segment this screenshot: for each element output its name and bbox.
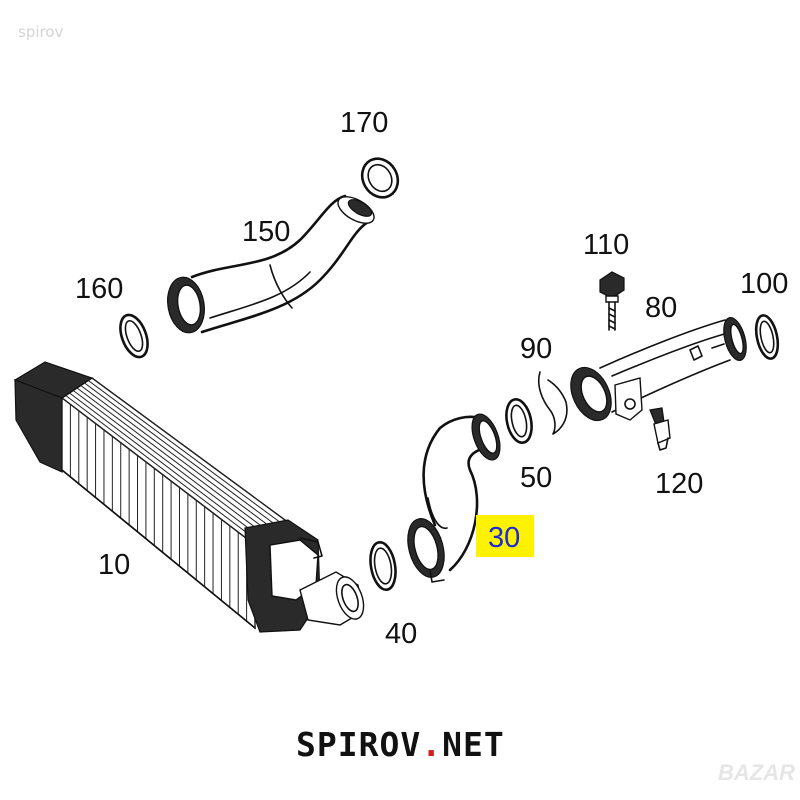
upper-hose-part-150 [167,194,375,334]
seal-ring-part-160 [119,313,149,359]
callout-80: 80 [645,292,677,324]
intercooler-top-fin [76,387,271,533]
svg-text:SPIROV.NET: SPIROV.NET [296,725,505,764]
callout-110: 110 [583,229,629,261]
intercooler-top-fin [61,397,256,546]
callout-160: 160 [75,273,123,305]
callout-170: 170 [340,107,388,139]
intercooler-top-fin [65,395,260,543]
intercooler-top-fin [91,377,286,521]
brand-logo: SPIROV.NET [296,725,505,764]
seal-ring-part-50 [505,398,533,444]
callout-120: 120 [655,468,703,500]
seal-ring-part-100 [754,314,780,360]
callout-40: 40 [385,618,417,650]
brand-dot: . [421,725,442,764]
intercooler-top-fin [72,390,267,537]
highlight-box [476,515,534,557]
bolt-part-110 [599,271,625,331]
watermark-top: spirov [18,23,64,41]
callout-90: 90 [520,333,552,365]
intercooler-top-fin [84,382,278,527]
callout-50: 50 [520,462,552,494]
intercooler-part-10 [13,361,365,633]
wire-clip-part-90 [537,371,568,435]
brand-right: NET [442,725,505,764]
watermark-corner: BAZAR [718,760,795,785]
intercooler-top-fin [69,392,263,540]
charge-hose-part-30 [407,413,501,583]
sensor-part-120 [649,407,671,451]
seal-ring-part-40 [369,540,397,592]
seal-ring-part-170 [360,157,400,199]
callout-30-highlighted: 30 [488,522,520,554]
callout-150: 150 [242,216,290,248]
charge-pipe-part-80 [570,316,747,422]
intercooler-top-fin [80,385,275,530]
intercooler-top-fin [87,380,282,524]
callout-100: 100 [740,268,788,300]
brand-left: SPIROV [296,725,421,764]
callout-10: 10 [98,549,130,581]
